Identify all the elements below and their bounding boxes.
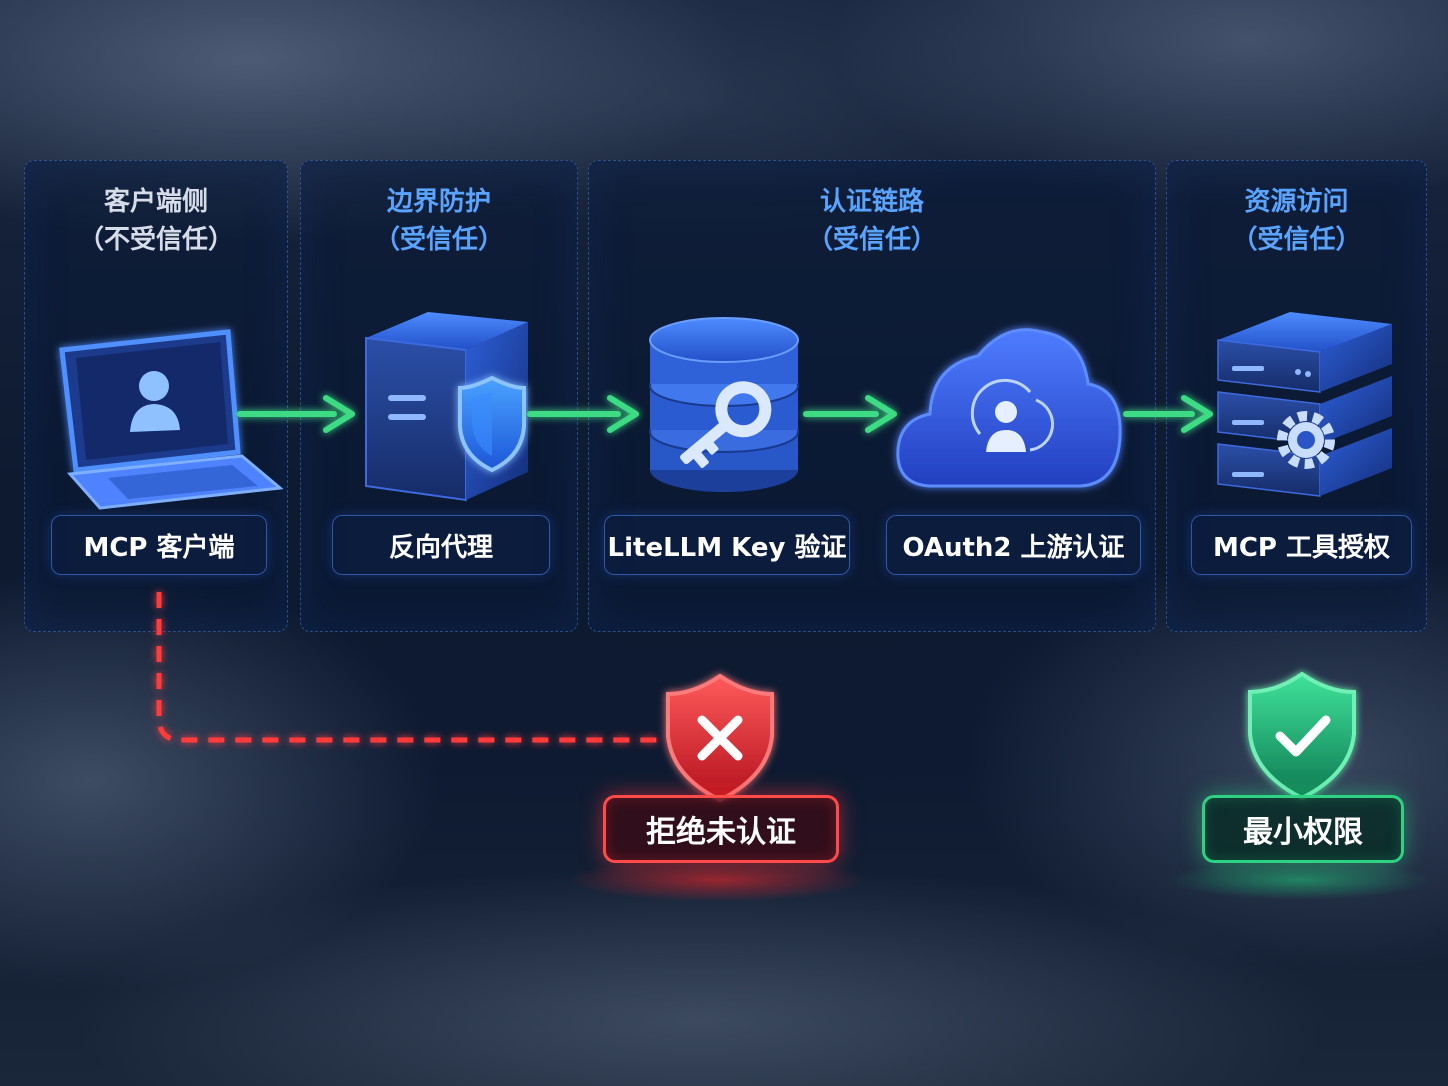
zone-title-auth-chain: 认证链路 （受信任） [806,187,937,255]
zone-title-boundary: 边界防护 （受信任） [373,187,504,255]
node-label-mcp-client: MCP 客户端 [51,515,267,575]
server-shield-icon [365,312,528,502]
shield-check-icon [1248,671,1356,801]
cloud-user-icon [896,328,1122,488]
reject-path [156,592,668,743]
flow-arrow-3 [803,395,897,433]
server-gear-icon [1217,312,1392,497]
node-label-litellm-key: LiteLLM Key 验证 [604,515,850,575]
node-label-reverse-proxy: 反向代理 [332,515,550,575]
flow-arrow-2 [527,395,639,433]
laptop-user-icon [59,329,284,510]
deny-badge: 拒绝未认证 [603,795,839,863]
node-label-mcp-tool-auth: MCP 工具授权 [1191,515,1412,575]
allow-badge: 最小权限 [1202,795,1404,863]
database-key-icon [649,317,799,492]
zone-title-client: 客户端侧 （不受信任） [77,187,234,255]
flow-arrow-4 [1123,395,1213,433]
node-label-oauth2: OAuth2 上游认证 [886,515,1141,575]
shield-x-icon [666,673,774,803]
flow-arrow-1 [237,395,355,433]
zone-title-resource: 资源访问 （受信任） [1231,187,1362,255]
